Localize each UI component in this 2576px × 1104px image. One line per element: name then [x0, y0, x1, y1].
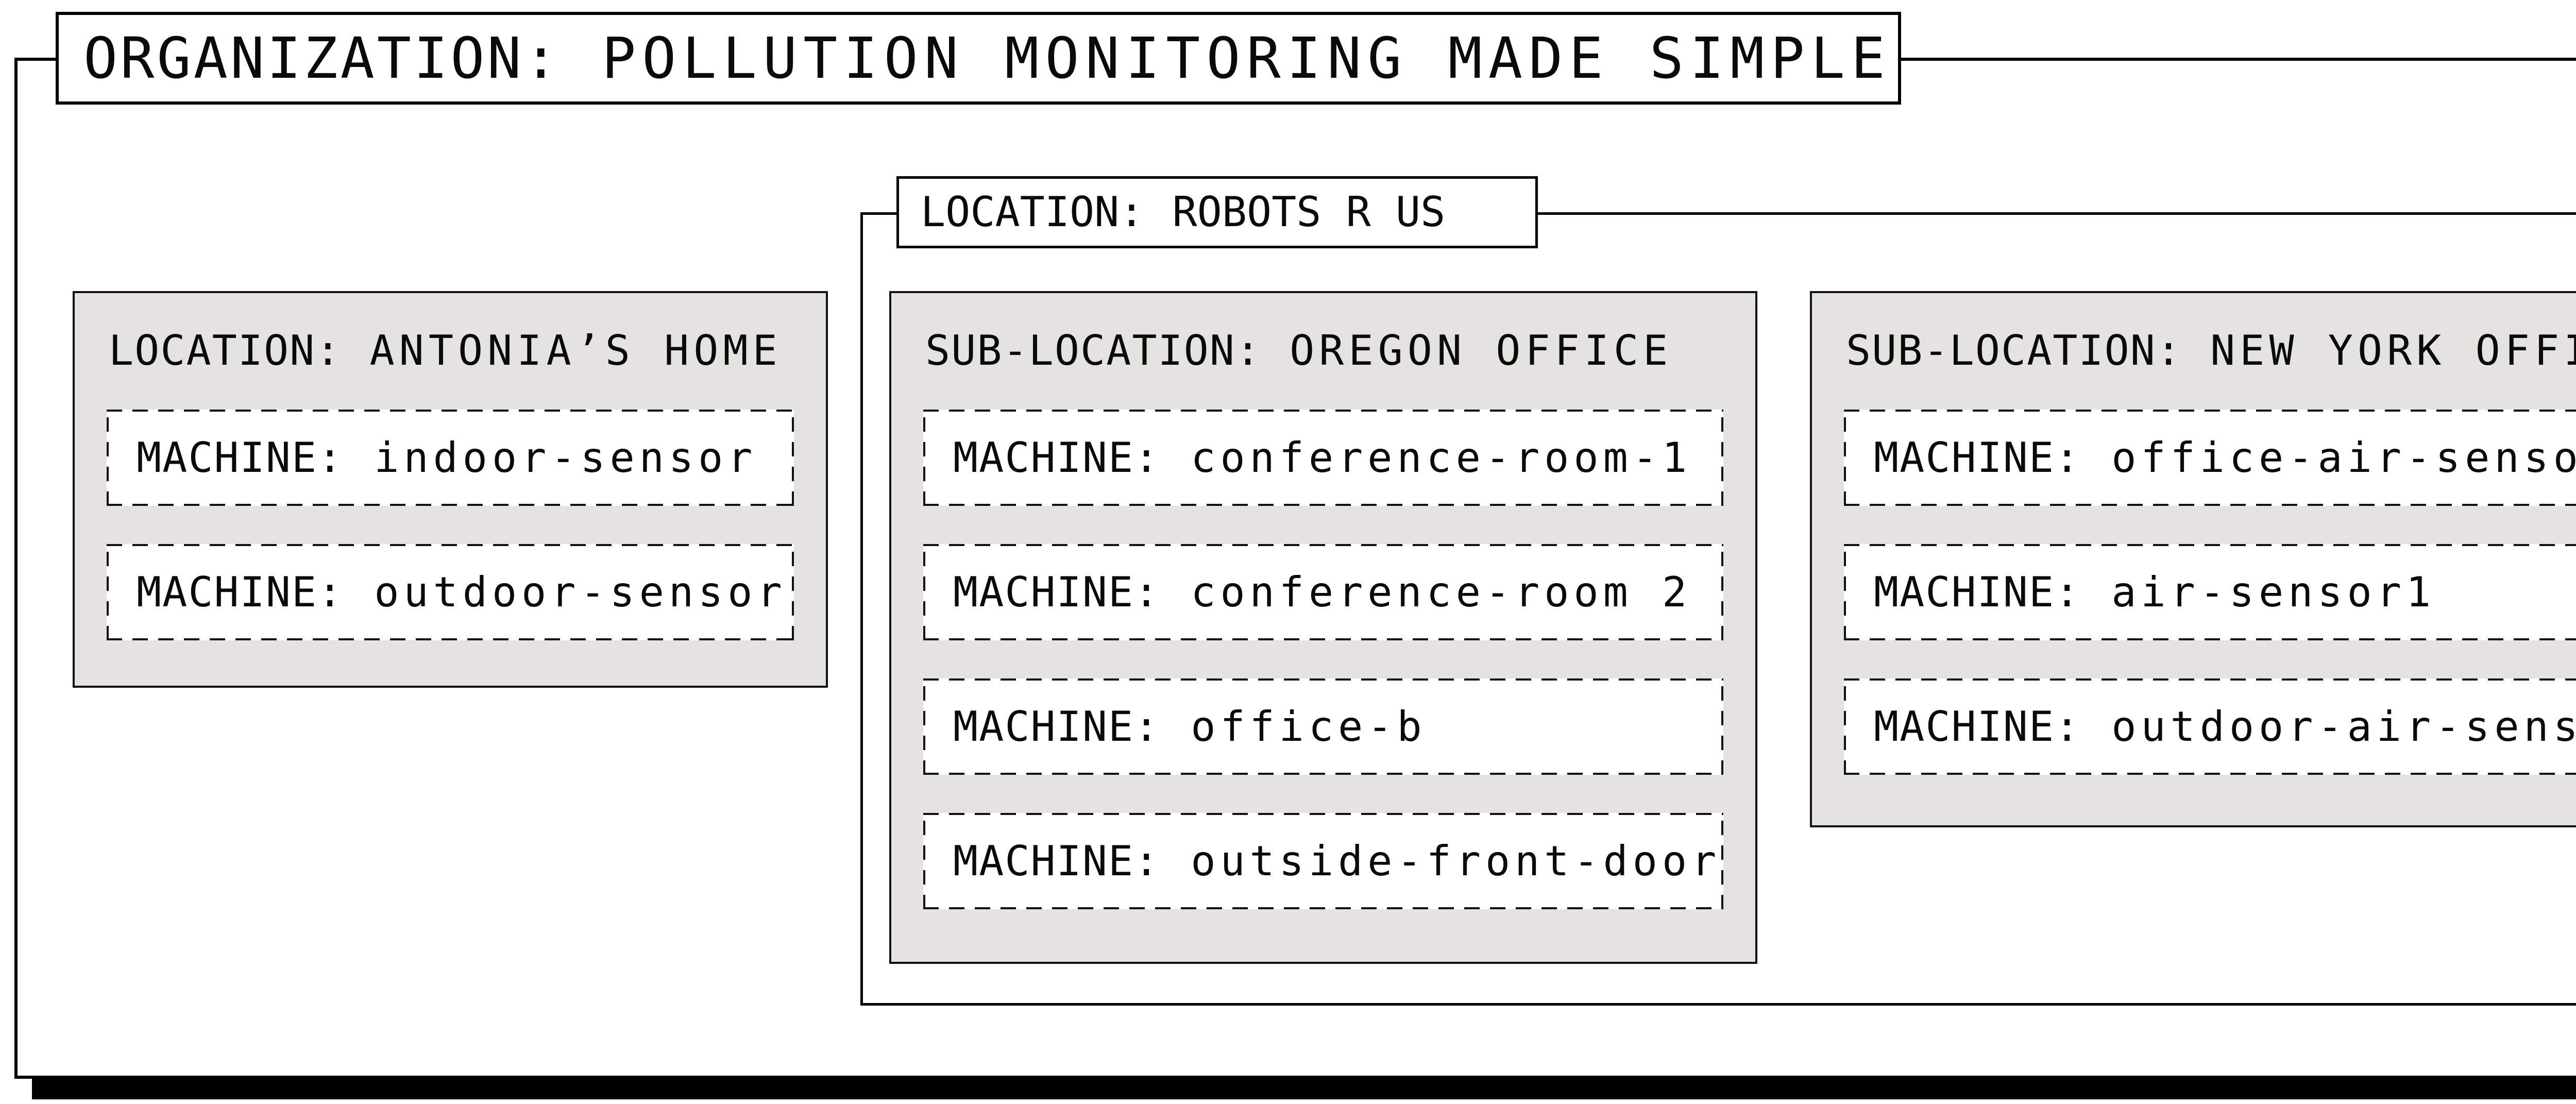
machine-label: MACHINE: [953, 837, 1160, 885]
machine-name: air-sensor1 [2111, 568, 2436, 616]
sublocation-box-oregon-office: SUB-LOCATION: OREGON OFFICE MACHINE: con… [889, 291, 1757, 964]
sublocation-label: SUB-LOCATION: [1846, 327, 2182, 375]
machine-name: office-air-sensor [2111, 433, 2576, 482]
sublocation-name: NEW YORK OFFICE [2210, 327, 2576, 375]
machine-box: MACHINE: office-b [923, 678, 1723, 775]
sublocation-label: SUB-LOCATION: [925, 327, 1262, 375]
sublocation-box-new-york-office: SUB-LOCATION: NEW YORK OFFICE MACHINE: o… [1810, 291, 2576, 827]
organization-name: POLLUTION MONITORING MADE SIMPLE [601, 25, 1892, 91]
machine-box: MACHINE: office-air-sensor [1844, 410, 2576, 506]
machine-label: MACHINE: [953, 702, 1160, 751]
location-box-antonias-home: LOCATION: ANTONIA’S HOME MACHINE: indoor… [73, 291, 828, 688]
location-name: ROBOTS R US [1172, 188, 1446, 236]
machine-name: outside-front-door [1191, 837, 1721, 885]
machine-box: MACHINE: indoor-sensor [107, 410, 794, 506]
machine-name: outdoor-air-sensor [2111, 702, 2576, 751]
sublocation-title: SUB-LOCATION: OREGON OFFICE [925, 330, 1723, 371]
machine-label: MACHINE: [1874, 702, 2081, 751]
machine-box: MACHINE: outdoor-air-sensor [1844, 678, 2576, 775]
machine-box: MACHINE: outside-front-door [923, 813, 1723, 909]
machine-label: MACHINE: [953, 568, 1160, 616]
machine-name: office-b [1191, 702, 1427, 751]
machine-label: MACHINE: [1874, 568, 2081, 616]
location-label: LOCATION: [109, 327, 342, 375]
machine-name: indoor-sensor [374, 433, 757, 482]
machine-box: MACHINE: air-sensor1 [1844, 544, 2576, 640]
machine-label: MACHINE: [137, 433, 344, 482]
machine-name: conference-room 2 [1191, 568, 1692, 616]
organization-legend: ORGANIZATION: POLLUTION MONITORING MADE … [56, 12, 1901, 105]
sublocation-title: SUB-LOCATION: NEW YORK OFFICE [1846, 330, 2576, 371]
machine-label: MACHINE: [953, 433, 1160, 482]
machine-name: conference-room-1 [1191, 433, 1692, 482]
machine-label: MACHINE: [1874, 433, 2081, 482]
machine-box: MACHINE: conference-room-1 [923, 410, 1723, 506]
sublocation-name: OREGON OFFICE [1290, 327, 1673, 375]
location-title: LOCATION: ANTONIA’S HOME [109, 330, 794, 371]
organization-label: ORGANIZATION: [83, 25, 561, 91]
location-legend-robots-r-us: LOCATION: ROBOTS R US [896, 176, 1538, 248]
machine-box: MACHINE: outdoor-sensor [107, 544, 794, 640]
location-label: LOCATION: [921, 188, 1144, 236]
location-name: ANTONIA’S HOME [369, 327, 782, 375]
machine-box: MACHINE: conference-room 2 [923, 544, 1723, 640]
machine-label: MACHINE: [137, 568, 344, 616]
machine-name: outdoor-sensor [374, 568, 787, 616]
